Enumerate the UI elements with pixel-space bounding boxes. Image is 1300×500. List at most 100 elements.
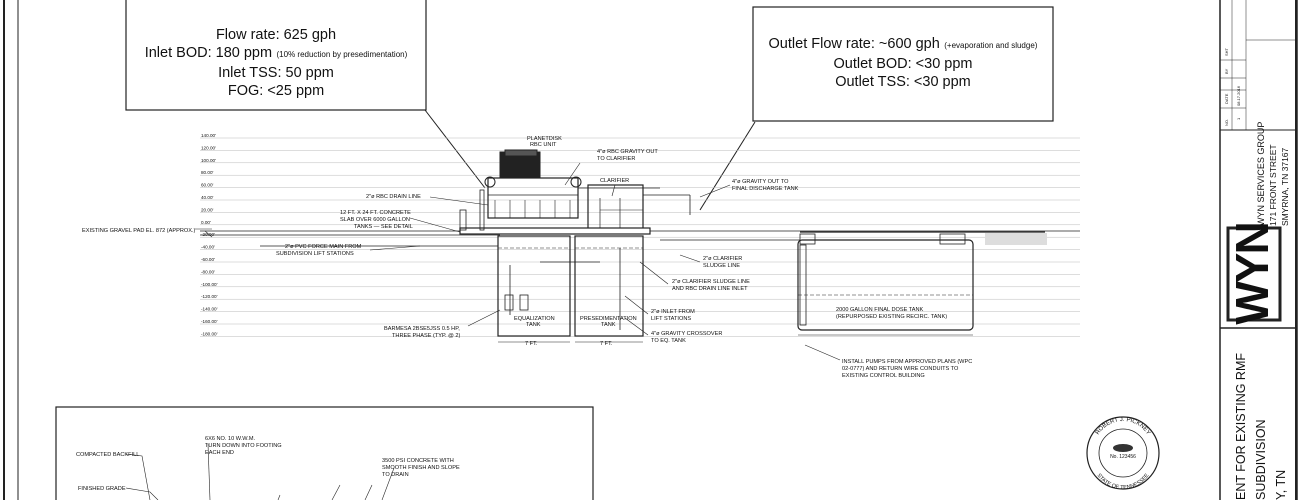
engineer-seal — [1086, 416, 1160, 490]
title-block — [1219, 0, 1298, 500]
elevation-label: 100.00' — [201, 158, 216, 163]
presedimentation-tank — [574, 235, 644, 337]
label-install-3: EXISTING CONTROL BUILDING — [842, 373, 925, 379]
rev-by-header: BY — [1224, 68, 1229, 74]
detail-concrete-1: 3500 PSI CONCRETE WITH — [382, 458, 454, 464]
elevation-label: -160.00' — [201, 319, 218, 324]
seal-name: ROBERT J. PICKNEY — [1095, 417, 1151, 436]
elevation-label: 60.00' — [201, 183, 213, 188]
elevation-label: -60.00' — [201, 257, 215, 262]
outlet-flow-note: (+evaporation and sludge) — [944, 41, 1038, 50]
detail-wwm-1: 6X6 NO. 10 W.W.M. — [205, 436, 255, 442]
outlet-callout-text: Outlet Flow rate: ~600 gph (+evaporation… — [753, 8, 1053, 91]
label-final-tank-2: (REPURPOSED EXISTING RECIRC. TANK) — [836, 314, 947, 320]
wyn-logo: WYN — [1226, 223, 1278, 324]
sheet-border — [3, 0, 1297, 500]
elevation-label: 120.00' — [201, 145, 216, 150]
label-clarifier: CLARIFIER — [600, 178, 629, 184]
inlet-tss: Inlet TSS: 50 ppm — [218, 65, 334, 81]
detail-labels: COMPACTED BACKFILL FINISHED GRADE 6X6 NO… — [76, 436, 460, 492]
inlet-leader — [424, 109, 486, 189]
elevation-label: -140.00' — [201, 307, 218, 312]
elevation-label: 80.00' — [201, 170, 213, 175]
label-final-tank-1: 2000 GALLON FINAL DOSE TANK — [836, 307, 924, 313]
label-slab-1: 12 FT. X 24 FT. CONCRETE — [340, 210, 411, 216]
company-street: 171 FRONT STREET — [1268, 144, 1278, 226]
label-inlet-lift-1: 2"ø INLET FROM — [651, 309, 695, 315]
rev-sht-header: SHT — [1224, 47, 1229, 56]
label-clar-sludge-2: SLUDGE LINE — [703, 263, 740, 269]
elevation-label: -120.00' — [201, 294, 218, 299]
process-equipment — [260, 149, 974, 361]
seal-number: No. 123456 — [1110, 454, 1136, 460]
label-rbc-drain: 2"ø RBC DRAIN LINE — [366, 194, 421, 200]
rev-1-no: 1 — [1236, 117, 1241, 120]
seal-state: STATE OF TENNESSEE — [1096, 473, 1151, 492]
elevation-label: 40.00' — [201, 195, 213, 200]
clarifier-tank — [587, 184, 644, 230]
label-planetdisk: PLANETDISK — [527, 136, 562, 142]
elevation-label: -100.00' — [201, 282, 218, 287]
project-title-1: ENT FOR EXISTING RMF — [1234, 353, 1248, 500]
label-force-main-2: SUBDIVISION LIFT STATIONS — [276, 251, 354, 257]
outlet-flow-line: Outlet Flow rate: ~600 gph (+evaporation… — [753, 35, 1053, 55]
elevation-label: 0.00' — [201, 220, 211, 225]
label-slab-2: SLAB OVER 6000 GALLON — [340, 217, 410, 223]
detail-leaders — [125, 443, 395, 500]
outlet-leader — [699, 121, 756, 211]
detail-wwm-3: EACH END — [205, 450, 234, 456]
plan-labels: PLANETDISK RBC UNIT 4"ø RBC GRAVITY OUT … — [82, 136, 972, 379]
elevation-label: 140.00' — [201, 133, 216, 138]
outlet-bod: Outlet BOD: <30 ppm — [833, 56, 973, 72]
elevation-label: -40.00' — [201, 245, 215, 250]
inlet-flow-rate: Flow rate: 625 gph — [215, 27, 337, 43]
elevation-label: 20.00' — [201, 207, 213, 212]
company-name: WYN SERVICES GROUP — [1256, 122, 1266, 226]
label-dim-left: 7 FT. — [525, 341, 538, 347]
final-dose-tank — [797, 239, 974, 331]
detail-compacted: COMPACTED BACKFILL — [76, 452, 139, 458]
rev-date-header: DATE — [1224, 93, 1229, 104]
label-inlet-lift-2: LIFT STATIONS — [651, 316, 691, 322]
rev-1-date: 08.17.2016 — [1236, 85, 1241, 106]
equalization-tank — [497, 235, 571, 337]
inlet-bod-line: Inlet BOD: 180 ppm (10% reduction by pre… — [126, 44, 426, 64]
label-install-2: 02-0777) AND RETURN WIRE CONDUITS TO — [842, 366, 959, 372]
label-gravity-out-1: 4"ø GRAVITY OUT TO — [732, 179, 789, 185]
label-gravel-pad: EXISTING GRAVEL PAD EL. 872 (APPROX.) — [82, 228, 195, 234]
company-city: SMYRNA, TN 37167 — [1280, 147, 1290, 226]
outlet-tss: Outlet TSS: <30 ppm — [835, 74, 971, 90]
label-gravity-out-2: FINAL DISCHARGE TANK — [732, 186, 799, 192]
inlet-callout-box — [125, 0, 427, 111]
project-title-3: Y, TN — [1274, 470, 1288, 500]
label-crossover-2: TO EQ. TANK — [651, 338, 686, 344]
label-slab-3: TANKS — SEE DETAIL — [354, 224, 413, 230]
label-force-main-1: 2"ø PVC FORCE MAIN FROM — [285, 244, 362, 250]
label-eq-tank-2: TANK — [526, 322, 541, 328]
inlet-bod: Inlet BOD: 180 ppm — [144, 45, 273, 61]
label-presed-tank-2: TANK — [601, 322, 616, 328]
elevation-label: -180.00' — [201, 331, 218, 336]
rbc-unit — [487, 177, 579, 219]
label-dim-right: 7 FT. — [600, 341, 613, 347]
wyn-logo-frame — [1226, 226, 1282, 322]
label-rbc-gravity-2: TO CLARIFIER — [597, 156, 635, 162]
inlet-fog: FOG: <25 ppm — [227, 83, 325, 99]
outlet-callout-box — [752, 6, 1054, 122]
inlet-bod-note: (10% reduction by presedimentation) — [276, 50, 408, 59]
label-crossover-1: 4"ø GRAVITY CROSSOVER — [651, 331, 722, 337]
seal-signature-mark — [1113, 444, 1133, 452]
detail-finished: FINISHED GRADE — [78, 486, 126, 492]
project-title-2: SUBDIVISION — [1254, 419, 1268, 500]
label-install-1: INSTALL PUMPS FROM APPROVED PLANS (WPC — [842, 359, 972, 365]
inlet-callout-text: Flow rate: 625 gph Inlet BOD: 180 ppm (1… — [126, 0, 426, 100]
label-leaders — [369, 162, 731, 336]
elevation-label: -80.00' — [201, 269, 215, 274]
rev-no-header: NO. — [1224, 119, 1229, 126]
label-rbc-unit: RBC UNIT — [530, 142, 557, 148]
outlet-flow-rate: Outlet Flow rate: ~600 gph — [768, 36, 940, 52]
label-pump-2: THREE PHASE (TYP. @ 2) — [392, 333, 461, 339]
label-clar-sludge-rbc-2: AND RBC DRAIN LINE INLET — [672, 286, 748, 292]
concrete-slab — [459, 227, 651, 235]
detail-concrete-2: SMOOTH FINISH AND SLOPE — [382, 465, 460, 471]
